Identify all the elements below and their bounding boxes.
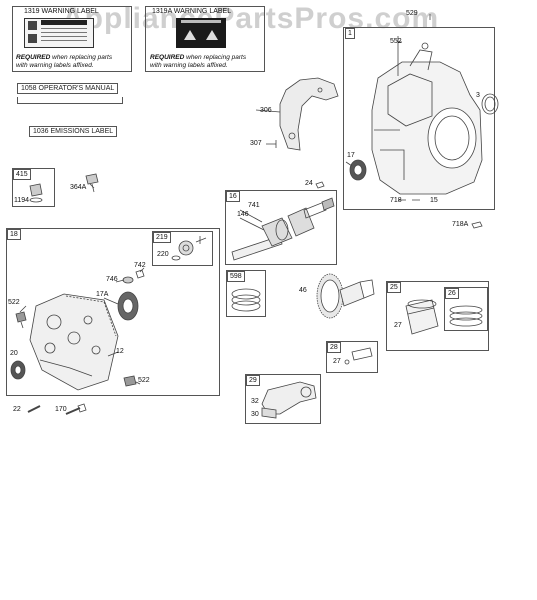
part-label-3[interactable]: 3 [476, 92, 480, 99]
group-tag-219: 219 [153, 232, 171, 243]
warning-label-1319-title: 1319 WARNING LABEL [24, 8, 99, 15]
part-label-27-piston[interactable]: 27 [394, 322, 402, 329]
part-label-24[interactable]: 24 [305, 180, 313, 187]
part-label-741[interactable]: 741 [248, 202, 260, 209]
part-label-46[interactable]: 46 [299, 287, 307, 294]
manual-underline [17, 97, 123, 104]
warning-sticker-image [24, 18, 94, 48]
warning-label-1319a-note: REQUIRED when replacing parts with warni… [150, 54, 247, 69]
group-box-18[interactable] [6, 228, 220, 396]
warning-label-1319-note: REQUIRED when replacing parts with warni… [16, 54, 113, 69]
group-tag-16: 16 [226, 191, 240, 202]
part-label-12[interactable]: 12 [116, 348, 124, 355]
group-tag-28: 28 [327, 342, 341, 353]
part-label-1194[interactable]: 1194 [14, 197, 30, 204]
group-tag-26: 26 [445, 288, 459, 299]
part-label-522-right[interactable]: 522 [138, 377, 150, 384]
warning-label-1319a-title: 1319A WARNING LABEL [152, 8, 232, 15]
group-tag-1: 1 [345, 28, 355, 39]
group-box-29[interactable] [245, 374, 321, 424]
engine-block-drawing [371, 36, 483, 195]
warning-label-1319a-box[interactable] [145, 6, 265, 72]
part-label-307[interactable]: 307 [250, 140, 262, 147]
part-label-306[interactable]: 306 [260, 107, 272, 114]
part-label-30[interactable]: 30 [251, 411, 259, 418]
group-box-26[interactable] [444, 287, 488, 331]
part-label-17[interactable]: 17 [347, 152, 355, 159]
group-box-28[interactable] [326, 341, 378, 373]
operators-manual-label[interactable]: 1058 OPERATOR'S MANUAL [17, 83, 119, 94]
part-label-17a[interactable]: 17A [96, 291, 109, 298]
crankshaft-drawing [231, 197, 335, 261]
part-label-746[interactable]: 746 [106, 276, 118, 283]
group-tag-29: 29 [246, 375, 260, 386]
group-tag-18: 18 [7, 229, 21, 240]
group-box-16[interactable] [225, 190, 337, 265]
group-box-415[interactable] [12, 168, 55, 207]
part-label-220[interactable]: 220 [157, 251, 169, 258]
watermark: AppliancePartsPros.com [62, 2, 440, 35]
part-label-146[interactable]: 146 [237, 211, 249, 218]
group-box-219[interactable] [152, 231, 213, 266]
part-label-170[interactable]: 170 [55, 406, 67, 413]
group-box-1[interactable] [343, 27, 495, 210]
emissions-label[interactable]: 1036 EMISSIONS LABEL [29, 126, 118, 137]
part-label-529[interactable]: 529 [406, 10, 418, 17]
part-label-32[interactable]: 32 [251, 398, 259, 405]
group-tag-598: 598 [227, 271, 245, 282]
part-label-718[interactable]: 718 [390, 197, 402, 204]
part-label-718a[interactable]: 718A [452, 221, 469, 228]
part-label-15[interactable]: 15 [430, 197, 438, 204]
group-tag-415: 415 [13, 169, 31, 180]
crankcase-cover-drawing [29, 293, 119, 391]
seal-3-drawing [481, 93, 499, 115]
part-label-27-pin[interactable]: 27 [333, 358, 341, 365]
part-label-20[interactable]: 20 [10, 350, 18, 357]
part-label-552[interactable]: 552 [390, 38, 402, 45]
group-box-598[interactable] [226, 270, 266, 317]
group-tag-25: 25 [387, 282, 401, 293]
part-label-22[interactable]: 22 [13, 406, 21, 413]
group-box-25[interactable] [386, 281, 489, 351]
warning-label-1319-box[interactable] [12, 6, 132, 72]
part-label-742[interactable]: 742 [134, 262, 146, 269]
part-label-522-left[interactable]: 522 [8, 299, 20, 306]
camshaft-gear-drawing [316, 273, 375, 319]
warning-sticker-image [176, 18, 226, 48]
part-label-364a[interactable]: 364A [70, 184, 87, 191]
